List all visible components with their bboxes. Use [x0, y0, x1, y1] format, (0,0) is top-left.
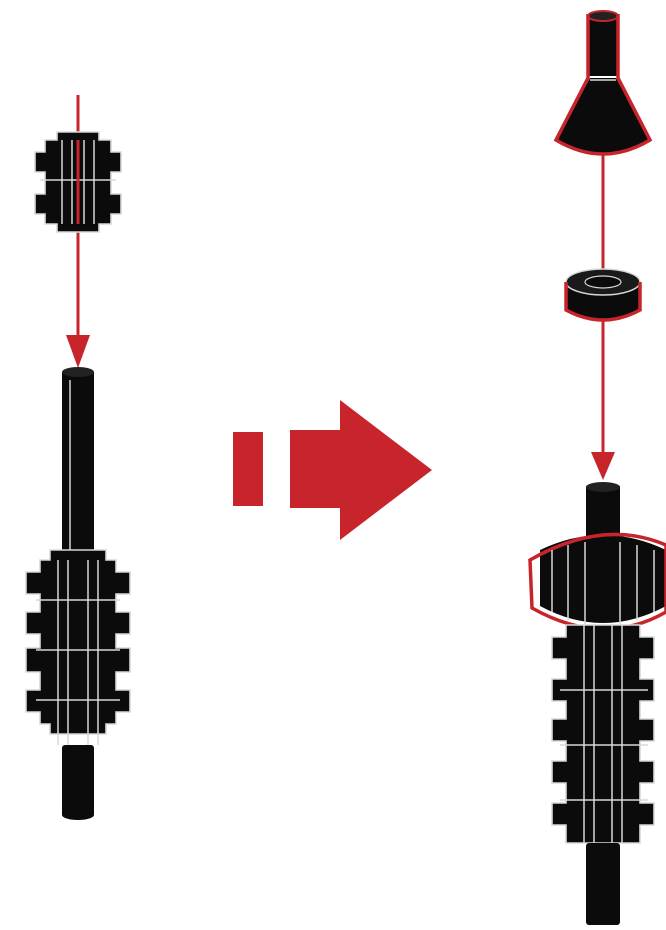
bushing: [566, 269, 640, 320]
next-step-arrow-icon: [233, 400, 432, 540]
axle-left: [62, 367, 94, 572]
gear-stack-left: [26, 550, 130, 745]
axle-end-left: [62, 745, 94, 820]
gear-stack-right: [552, 625, 654, 843]
cone-cap: [556, 11, 650, 154]
axle-end-right: [586, 843, 620, 925]
left-assembly: [26, 95, 130, 820]
loose-gear: [35, 132, 121, 232]
right-assembly: [530, 11, 666, 925]
bevel-gear: [530, 534, 666, 629]
